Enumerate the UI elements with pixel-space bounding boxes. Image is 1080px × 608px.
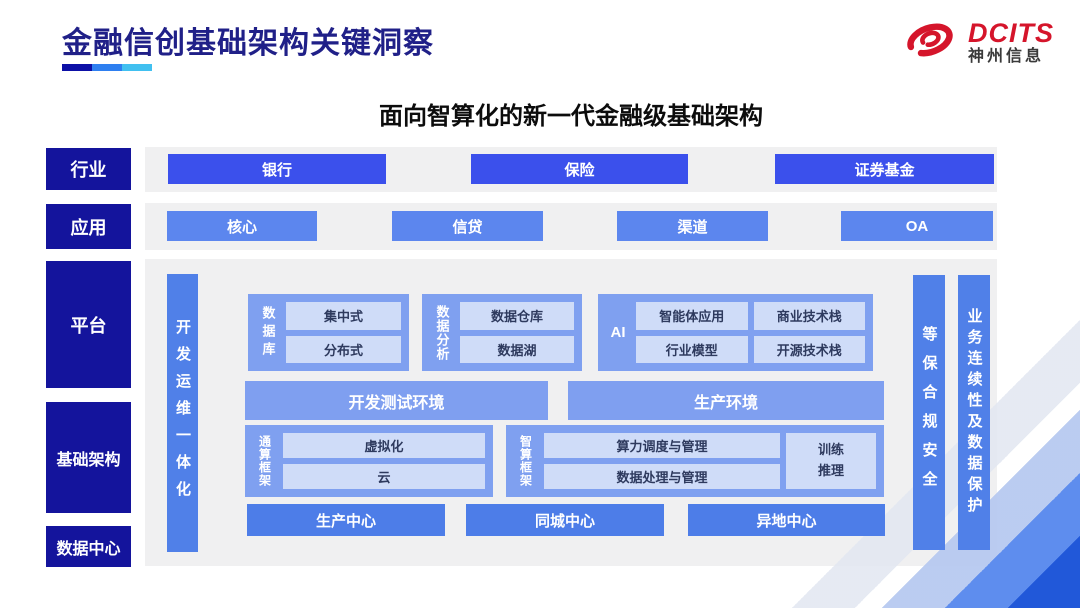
industry-box-bank: 银行	[168, 154, 386, 184]
item-data-lake: 数据湖	[460, 335, 574, 363]
sidebar-item-datacenter: 数据中心	[46, 526, 131, 567]
business-continuity-label: 业务连续性及数据保护	[965, 307, 983, 518]
page-title: 金融信创基础架构关键洞察	[62, 27, 434, 60]
analytics-group: 数据分析 数据仓库 数据湖	[422, 294, 582, 371]
devops-bar: 开发运维一体化	[167, 274, 198, 552]
item-compute-scheduling: 算力调度与管理	[544, 433, 780, 458]
env-production: 生产环境	[568, 381, 884, 420]
item-agent-app: 智能体应用	[636, 302, 748, 330]
logo-company: 神州信息	[968, 48, 1045, 66]
slide-subtitle: 面向智算化的新一代金融级基础架构	[379, 103, 763, 130]
ai-group-label: AI	[610, 324, 626, 341]
center-same-city: 同城中心	[466, 504, 664, 536]
item-data-processing: 数据处理与管理	[544, 464, 780, 489]
title-underline	[62, 64, 152, 71]
center-production: 生产中心	[247, 504, 445, 536]
item-commercial-stack: 商业技术栈	[753, 302, 865, 330]
item-virtualization: 虚拟化	[283, 433, 485, 458]
security-compliance-label: 等保合规安全	[920, 325, 938, 500]
item-distributed: 分布式	[286, 335, 401, 363]
underline-segment-dark	[62, 64, 92, 71]
app-box-oa: OA	[841, 211, 993, 241]
app-box-credit: 信贷	[392, 211, 543, 241]
item-industry-model: 行业模型	[636, 335, 748, 363]
sidebar-item-infrastructure: 基础架构	[46, 402, 131, 513]
app-box-channel: 渠道	[617, 211, 768, 241]
logo-swirl-icon	[900, 16, 960, 69]
security-compliance-bar: 等保合规安全	[913, 275, 945, 550]
business-continuity-bar: 业务连续性及数据保护	[958, 275, 990, 550]
logo-brand: DCITS	[968, 17, 1054, 48]
ai-compute-framework: 智算框架 算力调度与管理 数据处理与管理 训练 推理	[506, 425, 884, 497]
analytics-group-label: 数据分析	[434, 304, 450, 361]
general-framework-label: 通算框架	[257, 435, 272, 487]
item-centralized: 集中式	[286, 302, 401, 330]
item-training-inference: 训练 推理	[786, 433, 876, 489]
app-box-core: 核心	[167, 211, 317, 241]
industry-box-insurance: 保险	[471, 154, 688, 184]
item-opensource-stack: 开源技术栈	[753, 335, 865, 363]
ai-framework-label: 智算框架	[518, 435, 533, 487]
sidebar-item-application: 应用	[46, 204, 131, 249]
underline-segment-light	[122, 64, 152, 71]
database-group-label: 数据库	[260, 305, 276, 360]
ai-group: AI 智能体应用 商业技术栈 行业模型 开源技术栈	[598, 294, 873, 371]
industry-box-securities-funds: 证券基金	[775, 154, 994, 184]
item-cloud: 云	[283, 464, 485, 489]
sidebar-item-industry: 行业	[46, 148, 131, 190]
env-dev-test: 开发测试环境	[245, 381, 548, 420]
item-data-warehouse: 数据仓库	[460, 302, 574, 330]
dcits-logo: DCITS 神州信息	[900, 16, 1054, 69]
database-group: 数据库 集中式 分布式	[248, 294, 409, 371]
general-compute-framework: 通算框架 虚拟化 云	[245, 425, 493, 497]
devops-bar-label: 开发运维一体化	[174, 318, 191, 508]
sidebar-item-platform: 平台	[46, 261, 131, 388]
underline-segment-medium	[92, 64, 122, 71]
center-remote: 异地中心	[688, 504, 885, 536]
